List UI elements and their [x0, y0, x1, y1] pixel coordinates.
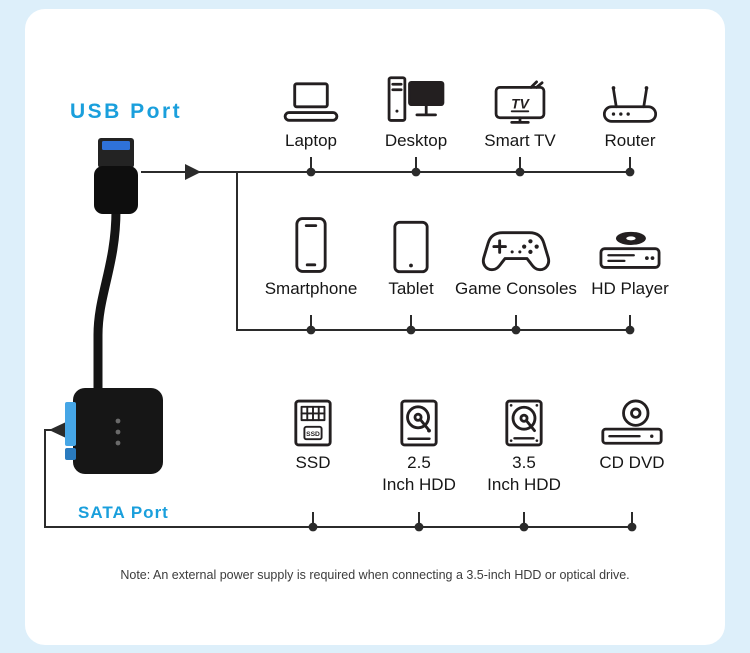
device-label: SSD — [295, 453, 331, 472]
laptop-icon — [280, 74, 342, 126]
game-console-icon — [479, 214, 553, 274]
device-label: Smartphone — [264, 279, 358, 298]
device-label: Router — [604, 131, 656, 150]
device-label: 3.5 Inch HDD — [487, 453, 561, 495]
cable — [93, 205, 121, 397]
usb-plug-icon — [94, 138, 138, 214]
arrow-right-icon — [185, 164, 201, 180]
usb-sata-adapter-illustration — [65, 138, 163, 474]
card-background — [25, 9, 725, 645]
device-hdd-2-5: 2.5 Inch HDD — [344, 392, 494, 497]
usb-branch-line-2 — [236, 172, 630, 331]
device-label: CD DVD — [599, 453, 665, 472]
hdd-2-5-icon — [398, 392, 440, 448]
device-hd-player: HD Player — [555, 214, 705, 300]
device-label: Tablet — [388, 279, 434, 298]
cd-dvd-icon — [600, 392, 664, 448]
router-icon — [600, 74, 660, 126]
device-label: Laptop — [285, 131, 337, 150]
sata-adapter-icon — [65, 388, 163, 474]
device-label: HD Player — [591, 279, 669, 298]
device-router: Router — [555, 74, 705, 152]
device-tablet: Tablet — [336, 214, 486, 300]
sata-port-label: SATA Port — [78, 503, 169, 522]
svg-text:TV: TV — [511, 97, 530, 112]
device-smartphone: Smartphone — [236, 214, 386, 300]
device-hdd-3-5: 3.5 Inch HDD — [449, 392, 599, 497]
device-laptop: Laptop — [236, 74, 386, 152]
tablet-icon — [392, 214, 430, 274]
hd-player-icon — [598, 214, 662, 274]
ssd-icon: SSD — [292, 392, 334, 448]
device-desktop: Desktop — [341, 74, 491, 152]
hdd-3-5-icon — [503, 392, 545, 448]
device-label: Game Consoles — [455, 279, 577, 298]
footnote: Note: An external power supply is requir… — [120, 568, 630, 582]
device-label: Desktop — [384, 131, 448, 150]
device-smart-tv: TV Smart TV — [445, 74, 595, 152]
device-label: Smart TV — [484, 131, 556, 150]
device-label: 2.5 Inch HDD — [382, 453, 456, 495]
device-cd-dvd: CD DVD — [557, 392, 707, 474]
device-game-console: Game Consoles — [441, 214, 591, 300]
usb-port-label: USB Port — [70, 100, 183, 123]
desktop-icon — [385, 74, 447, 126]
device-ssd: SSD SSD — [238, 392, 388, 474]
smart-tv-icon: TV — [490, 74, 550, 126]
svg-text:SSD: SSD — [306, 431, 320, 438]
smartphone-icon — [294, 214, 328, 274]
arrow-left-icon — [49, 422, 65, 438]
